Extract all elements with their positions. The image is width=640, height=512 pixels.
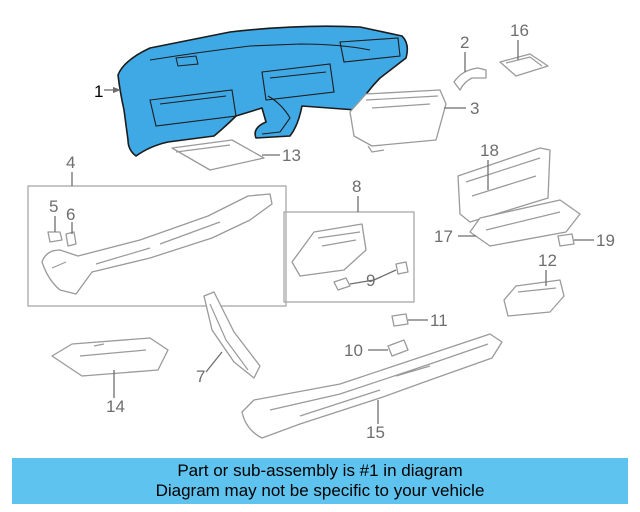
clip-part-6[interactable] [65,231,77,247]
parts-diagram: 1 2 3 4 5 6 7 8 9 10 11 12 13 14 15 16 1… [27,21,615,442]
callout-16: 16 [510,21,529,40]
callout-10: 10 [344,341,363,360]
cover-plate-part-16[interactable] [499,53,549,77]
callout-5: 5 [49,197,58,216]
callout-1: 1 [94,82,103,101]
callout-11: 11 [430,311,448,330]
sub-assembly-box-part-8 [283,211,415,303]
callout-labels: 1 2 3 4 5 6 7 8 9 10 11 12 13 14 15 16 1… [49,21,615,442]
trim-panel-part-13[interactable] [171,139,265,171]
cluster-bezel-part-3[interactable] [349,89,447,153]
sub-assembly-box-part-4 [27,185,287,307]
clip-part-9[interactable] [333,261,409,291]
clip-part-11[interactable] [391,313,409,327]
disclaimer-banner: Part or sub-assembly is #1 in diagram Di… [12,458,628,504]
callout-8: 8 [352,177,361,196]
console-part-15[interactable] [241,333,503,439]
glove-box-door-part-18[interactable] [457,147,551,223]
callout-4: 4 [66,153,75,172]
callout-9: 9 [366,271,375,290]
callout-15: 15 [366,423,385,442]
instrument-panel-part-1[interactable] [117,25,409,157]
glove-box-part-17[interactable] [469,199,581,247]
callout-3: 3 [470,99,479,118]
callout-leaders [54,40,594,424]
clip-part-10[interactable] [387,339,409,357]
clip-part-5[interactable] [47,231,63,243]
banner-line-2: Diagram may not be specific to your vehi… [155,481,485,500]
bumper-part-19[interactable] [557,233,575,247]
tray-part-14[interactable] [51,337,169,377]
callout-19: 19 [596,231,615,250]
bracket-part-2[interactable] [453,67,487,91]
callout-17: 17 [434,227,453,246]
callout-2: 2 [460,33,469,52]
ashtray-part-12[interactable] [503,279,565,317]
callout-13: 13 [282,146,301,165]
callout-18: 18 [480,141,499,160]
callout-6: 6 [66,205,75,224]
pillar-trim-part-7[interactable] [203,291,261,379]
banner-line-1: Part or sub-assembly is #1 in diagram [177,461,463,480]
callout-7: 7 [196,367,205,386]
callout-12: 12 [538,251,557,270]
callout-14: 14 [106,397,125,416]
